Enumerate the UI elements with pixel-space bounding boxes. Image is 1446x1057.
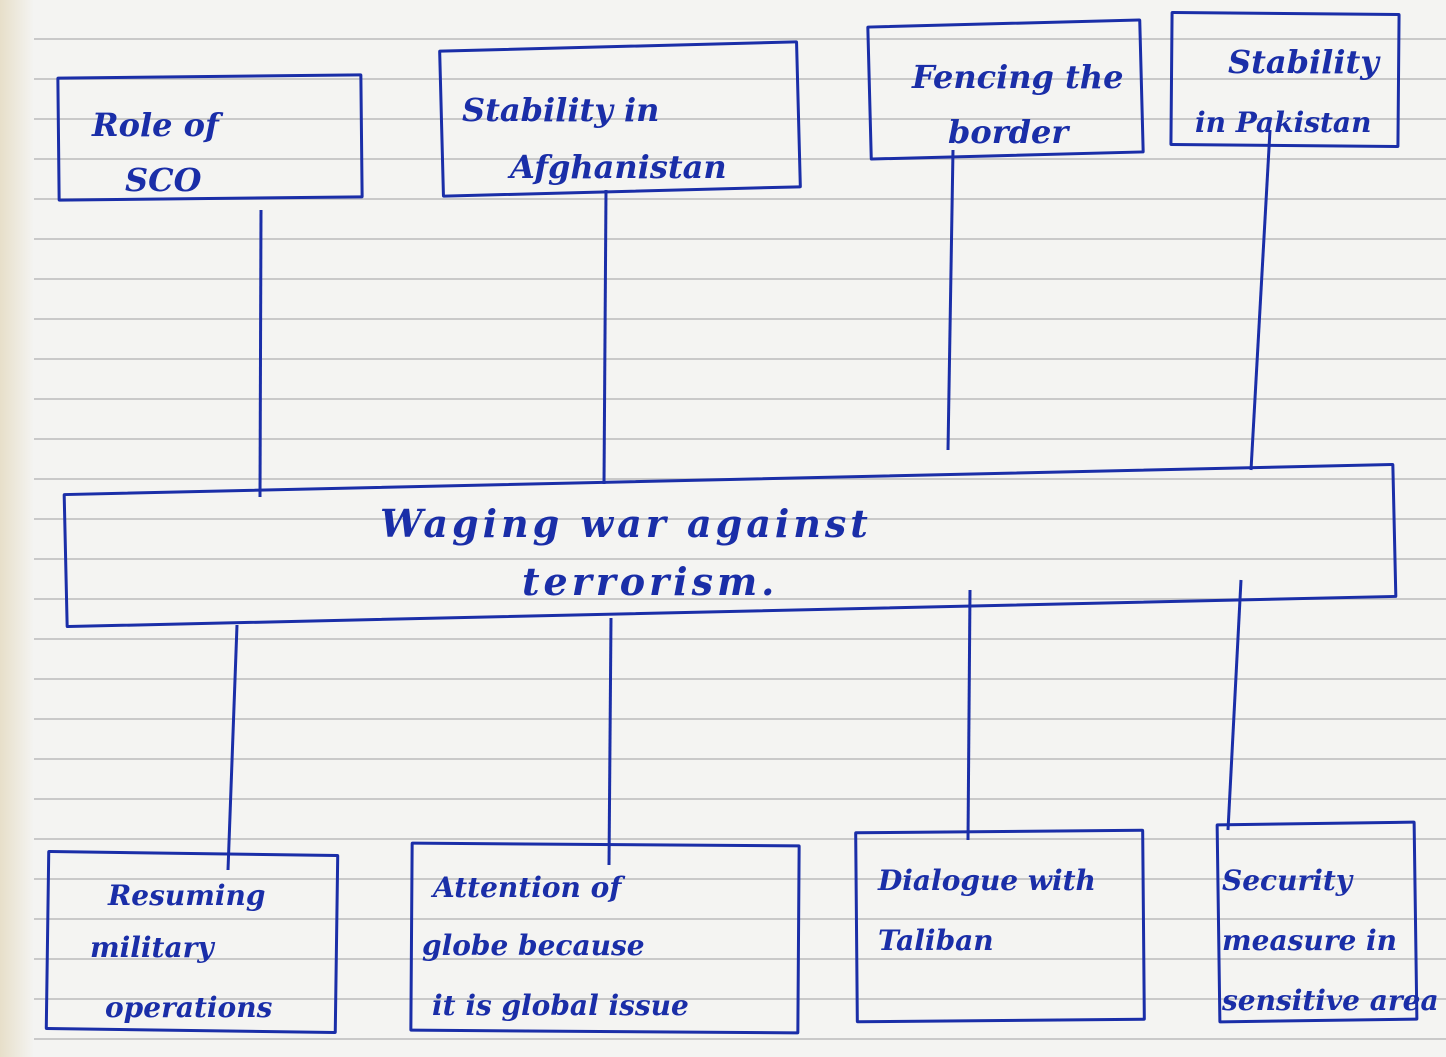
top-box-4-line1: Stability (1228, 43, 1379, 81)
connector-top-3 (946, 149, 955, 451)
connector-bottom-4 (1226, 579, 1243, 831)
bottom-box-1-line2: military (90, 931, 214, 964)
connector-bottom-2 (607, 617, 613, 866)
top-box-4-line2: in Pakistan (1195, 106, 1372, 139)
top-box-1-line2: SCO (125, 161, 202, 199)
connector-top-1 (258, 209, 263, 498)
connector-bottom-1 (226, 624, 239, 871)
top-box-2-line1: Stability in (462, 91, 660, 129)
bottom-box-4-line3: sensitive area (1222, 984, 1439, 1017)
bottom-box-4-line1: Security (1222, 864, 1353, 897)
top-box-3-line1: Fencing the (912, 58, 1124, 96)
bottom-box-3-line1: Dialogue with (878, 864, 1096, 897)
connector-bottom-3 (966, 589, 972, 841)
bottom-box-4-line2: measure in (1222, 924, 1398, 957)
bottom-box-2-line2: globe because (422, 929, 645, 962)
top-box-3-line2: border (948, 113, 1069, 151)
connector-top-2 (602, 189, 608, 485)
bottom-box-1-line1: Resuming (108, 879, 266, 912)
top-box-1-line1: Role of (92, 106, 219, 144)
center-label-line1: Waging war against (380, 501, 872, 546)
bottom-box-1-line3: operations (105, 991, 273, 1024)
bottom-box-2-line1: Attention of (433, 871, 622, 904)
bottom-box-3-line2: Taliban (878, 924, 994, 957)
connector-top-4 (1249, 129, 1272, 471)
center-label-line2: terrorism. (522, 559, 779, 604)
bottom-box-2-line3: it is global issue (432, 989, 689, 1022)
page-margin (0, 0, 34, 1057)
top-box-2-line2: Afghanistan (510, 148, 727, 186)
